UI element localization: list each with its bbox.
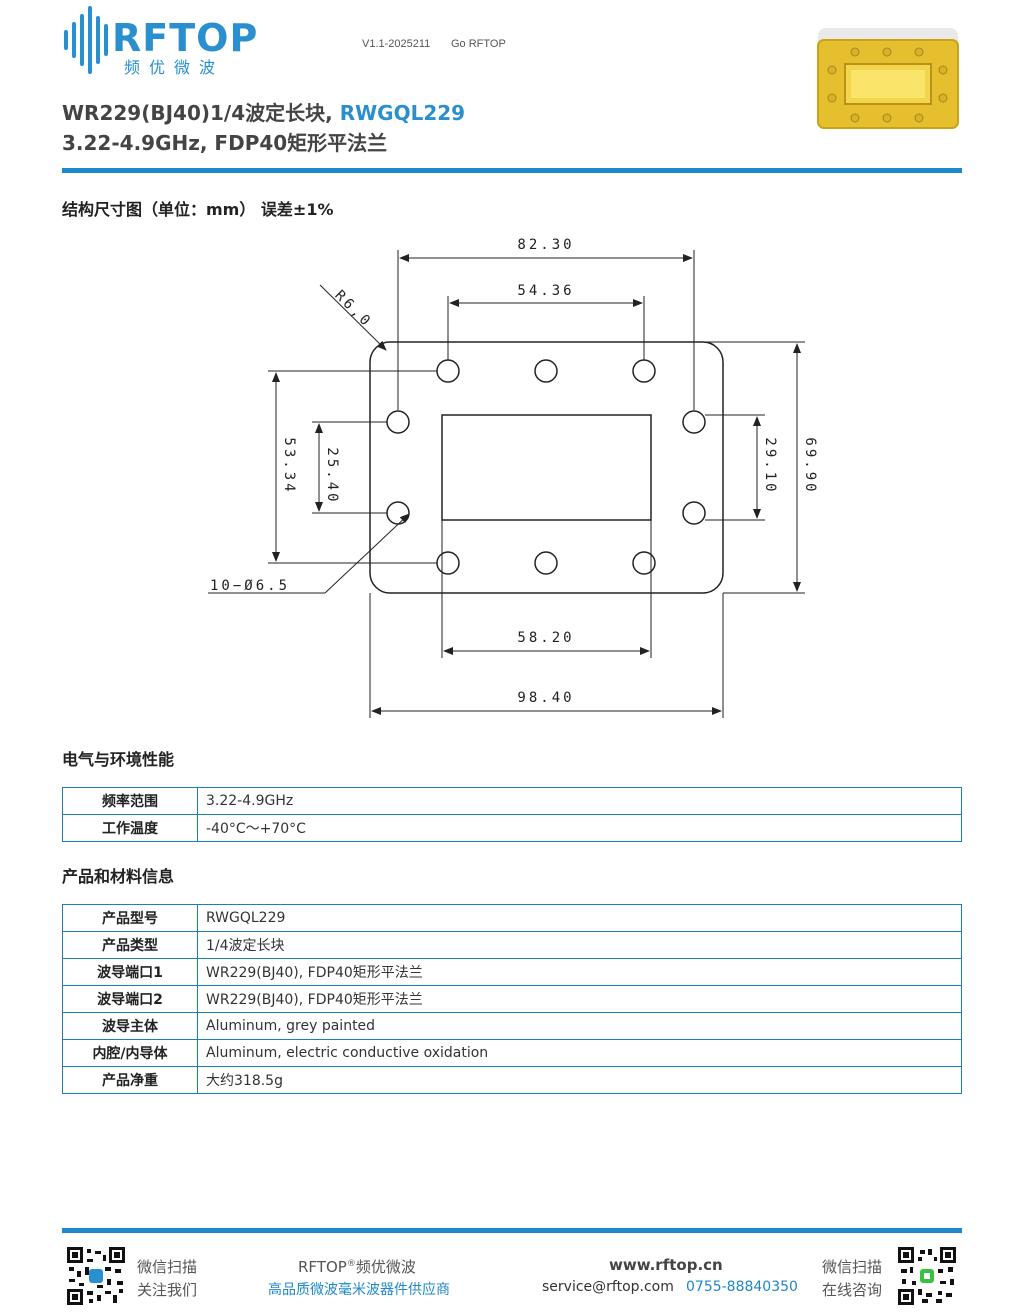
header-divider bbox=[62, 168, 962, 173]
footer-divider bbox=[62, 1228, 962, 1233]
spec-key: 波导端口1 bbox=[62, 958, 198, 986]
title-main: WR229(BJ40)1/4波定长块, bbox=[62, 101, 340, 125]
waveguide-aperture bbox=[441, 414, 652, 521]
spec-key: 波导主体 bbox=[62, 1012, 198, 1040]
bolt-hole bbox=[386, 501, 410, 525]
spec-value: RWGQL229 bbox=[197, 904, 962, 932]
table-row: 产品类型 1/4波定长块 bbox=[62, 931, 962, 959]
product-title: WR229(BJ40)1/4波定长块, RWGQL229 bbox=[62, 97, 465, 126]
dim-left-hole-span: 53.34 bbox=[281, 437, 297, 494]
footer-brand: RFTOP®频优微波 bbox=[298, 1256, 416, 1277]
footer-tagline: 高品质微波毫米波器件供应商 bbox=[268, 1282, 450, 1298]
wechat-qr-code-right[interactable] bbox=[898, 1247, 956, 1305]
phone-number[interactable]: 0755-88840350 bbox=[686, 1279, 798, 1295]
brand-name-cn: 频优微波 bbox=[355, 1258, 416, 1276]
spec-value: Aluminum, electric conductive oxidation bbox=[197, 1039, 962, 1067]
bolt-hole bbox=[682, 410, 706, 434]
spec-value: 1/4波定长块 bbox=[197, 931, 962, 959]
product-photo bbox=[817, 28, 959, 129]
product-subtitle: 3.22-4.9GHz, FDP40矩形平法兰 bbox=[62, 131, 388, 155]
wechat-scan-label-right: 微信扫描 bbox=[822, 1258, 883, 1276]
spec-value: -40°C～+70°C bbox=[197, 814, 962, 842]
spec-key: 产品类型 bbox=[62, 931, 198, 959]
bolt-hole bbox=[682, 501, 706, 525]
dim-radius: R6,0 bbox=[331, 287, 375, 331]
dim-overall-height: 69.90 bbox=[802, 437, 818, 494]
dim-flange-width: 98.40 bbox=[517, 690, 574, 706]
spec-key: 产品净重 bbox=[62, 1066, 198, 1094]
spec-value: 大约318.5g bbox=[197, 1066, 962, 1094]
dimension-drawing: 82.30 54.36 R6,0 53.34 25.40 29.10 69.90… bbox=[208, 237, 818, 718]
spec-key: 产品型号 bbox=[62, 904, 198, 932]
table-row: 波导主体 Aluminum, grey painted bbox=[62, 1012, 962, 1040]
logo-subtext: 频优微波 bbox=[124, 58, 225, 77]
dim-overall-width: 82.30 bbox=[517, 237, 574, 253]
bolt-hole bbox=[534, 359, 558, 383]
brand-name: RFTOP bbox=[298, 1258, 347, 1276]
spec-key: 工作温度 bbox=[62, 814, 198, 842]
product-heading: 产品和材料信息 bbox=[62, 867, 175, 886]
rftop-logo: RFTOP 频优微波 bbox=[62, 4, 272, 77]
bolt-hole bbox=[632, 551, 656, 575]
structure-heading: 结构尺寸图（单位：mm） 误差±1% bbox=[62, 200, 334, 219]
email-link[interactable]: service@rftop.com bbox=[542, 1279, 674, 1295]
dim-right-hole-span: 29.10 bbox=[762, 437, 778, 494]
flange-outline bbox=[369, 341, 724, 594]
version-label: V1.1-2025211 bbox=[362, 38, 431, 50]
product-table: 产品型号 RWGQL229 产品类型 1/4波定长块 波导端口1 WR229(B… bbox=[62, 904, 962, 1094]
table-row: 产品型号 RWGQL229 bbox=[62, 904, 962, 932]
table-row: 频率范围 3.22-4.9GHz bbox=[62, 787, 962, 815]
consult-online-label: 在线咨询 bbox=[822, 1281, 883, 1299]
spec-value: WR229(BJ40), FDP40矩形平法兰 bbox=[197, 958, 962, 986]
bolt-hole bbox=[386, 410, 410, 434]
bolt-hole bbox=[436, 551, 460, 575]
electrical-heading: 电气与环境性能 bbox=[62, 750, 175, 769]
table-row: 工作温度 -40°C～+70°C bbox=[62, 814, 962, 842]
bolt-hole bbox=[632, 359, 656, 383]
wechat-scan-label-left: 微信扫描 bbox=[137, 1258, 198, 1276]
bolt-hole bbox=[534, 551, 558, 575]
dim-aperture-width: 58.20 bbox=[517, 630, 574, 646]
table-row: 内腔/内导体 Aluminum, electric conductive oxi… bbox=[62, 1039, 962, 1067]
table-row: 波导端口1 WR229(BJ40), FDP40矩形平法兰 bbox=[62, 958, 962, 986]
spec-key: 波导端口2 bbox=[62, 985, 198, 1013]
wechat-qr-code-left[interactable] bbox=[67, 1247, 125, 1305]
logo-text: RFTOP bbox=[112, 16, 259, 60]
spec-key: 内腔/内导体 bbox=[62, 1039, 198, 1067]
dim-top-hole-span: 54.36 bbox=[517, 283, 574, 299]
follow-us-label: 关注我们 bbox=[137, 1281, 198, 1299]
electrical-table: 频率范围 3.22-4.9GHz 工作温度 -40°C～+70°C bbox=[62, 787, 962, 842]
slogan-label: Go RFTOP bbox=[451, 38, 506, 50]
spec-value: Aluminum, grey painted bbox=[197, 1012, 962, 1040]
table-row: 波导端口2 WR229(BJ40), FDP40矩形平法兰 bbox=[62, 985, 962, 1013]
spec-value: 3.22-4.9GHz bbox=[197, 787, 962, 815]
registered-icon: ® bbox=[346, 1259, 356, 1269]
logo-wave-icon bbox=[64, 6, 108, 74]
spec-value: WR229(BJ40), FDP40矩形平法兰 bbox=[197, 985, 962, 1013]
dim-inner-hole-span: 25.40 bbox=[324, 447, 340, 504]
bolt-hole bbox=[436, 359, 460, 383]
spec-key: 频率范围 bbox=[62, 787, 198, 815]
title-model: RWGQL229 bbox=[339, 101, 466, 125]
dim-holes: 10−Ø6.5 bbox=[210, 578, 290, 594]
website-link[interactable]: www.rftop.cn bbox=[609, 1256, 723, 1274]
table-row: 产品净重 大约318.5g bbox=[62, 1066, 962, 1094]
